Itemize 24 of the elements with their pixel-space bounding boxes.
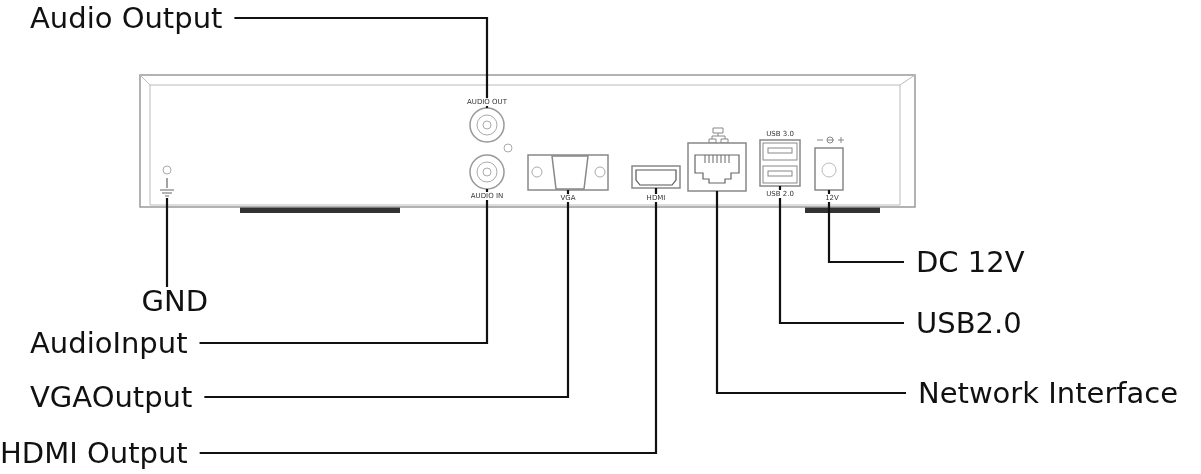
callout-label: USB2.0: [916, 305, 1022, 341]
vga-port: [527, 154, 609, 191]
callout-label: Network Interface: [918, 375, 1179, 411]
ethernet-port: [687, 142, 747, 192]
audio-jack: [469, 107, 505, 143]
leader-line: [715, 191, 906, 395]
leader-line: [165, 198, 169, 287]
callout-label: AudioInput: [30, 325, 188, 361]
usb-port: [759, 139, 801, 187]
audio-jack: [469, 154, 505, 190]
dc-power-jack: [814, 147, 844, 191]
callout-label: VGAOutput: [30, 379, 193, 415]
leader-line: [827, 190, 904, 264]
callout-label: HDMI Output: [0, 435, 188, 471]
callout-label: DC 12V: [916, 244, 1025, 280]
leader-line: [199, 188, 658, 455]
leader-line: [199, 189, 489, 345]
leader-line: [778, 186, 904, 325]
hdmi-port: [631, 165, 681, 189]
leader-line: [204, 190, 570, 399]
callout-label: GND: [130, 283, 208, 319]
ground-symbol: [159, 177, 175, 197]
leader-line: [234, 16, 489, 108]
callout-label: Audio Output: [30, 0, 223, 36]
